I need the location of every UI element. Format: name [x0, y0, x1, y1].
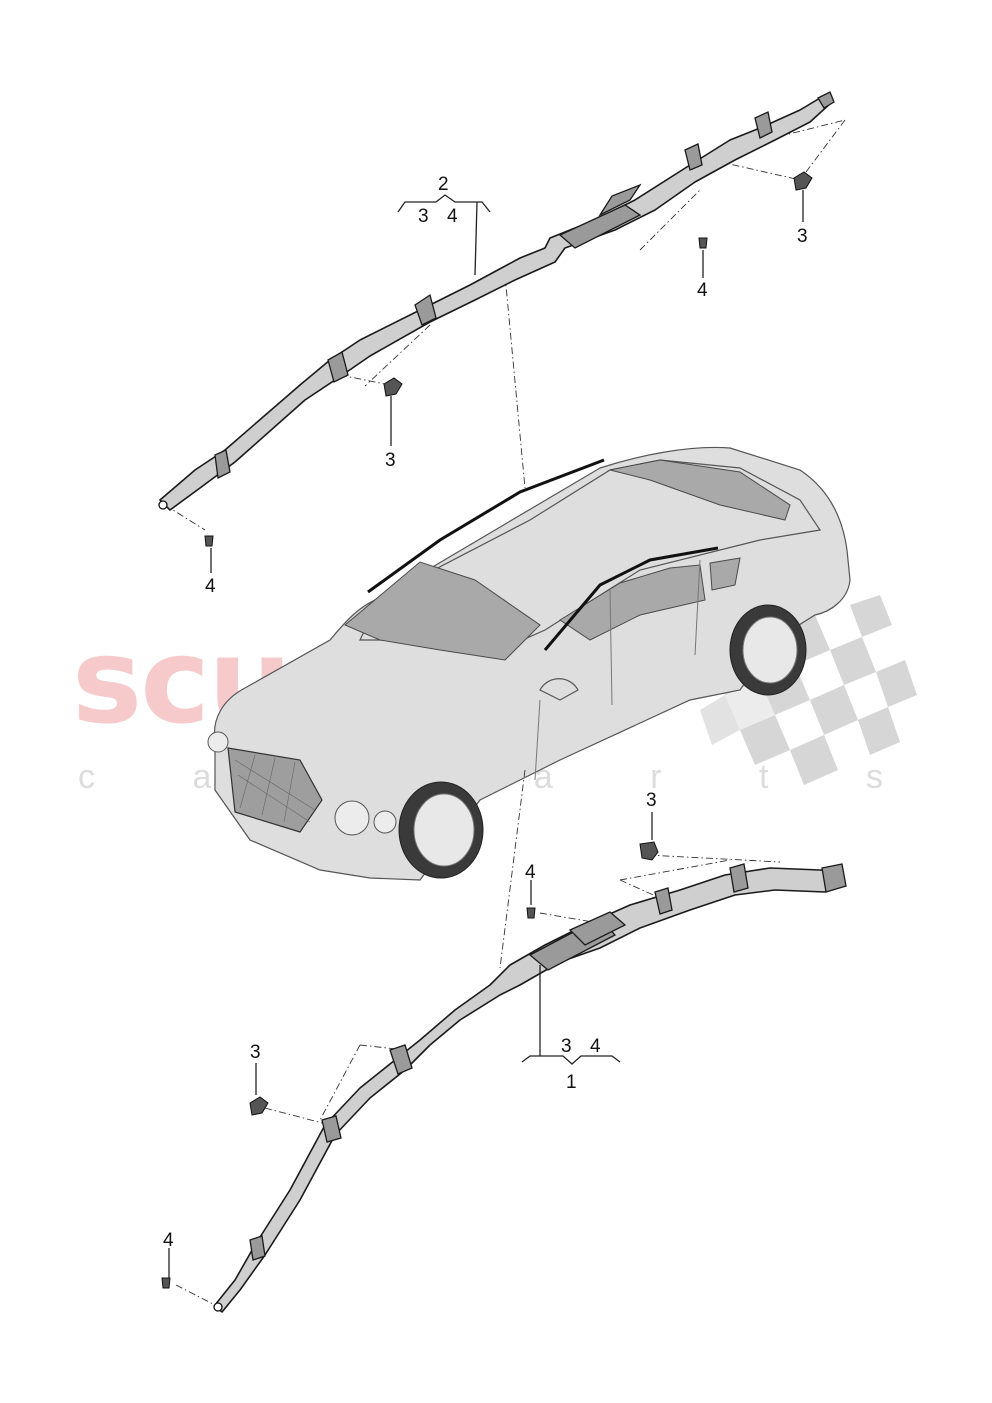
- clip-icon: [249, 1096, 269, 1116]
- airbag-lower: [213, 863, 847, 1313]
- callout-number: 3: [646, 790, 657, 811]
- clip-parts: [249, 171, 813, 1116]
- callout-number: 3: [561, 1036, 572, 1057]
- bolt-icon: [204, 535, 214, 547]
- callout-number: 1: [566, 1072, 577, 1093]
- callout-number: 3: [797, 226, 808, 247]
- callout-number: 3: [250, 1042, 261, 1063]
- callout-number: 4: [697, 280, 708, 301]
- clip-icon: [383, 377, 403, 397]
- callout-number: 4: [525, 862, 536, 883]
- bolt-parts: [161, 237, 708, 1289]
- callout-number: 4: [205, 576, 216, 597]
- callout-number: 4: [590, 1036, 601, 1057]
- bolt-icon: [526, 907, 536, 919]
- callout-number: 3: [385, 450, 396, 471]
- callout-number: 2: [438, 174, 449, 195]
- airbag-upper: [158, 91, 835, 511]
- clip-icon: [793, 171, 813, 191]
- callout-number: 4: [447, 206, 458, 227]
- bolt-icon: [161, 1277, 171, 1289]
- callout-labels: 2 3 4 3 4 3 4 3 4 3 4 1 3 4: [163, 174, 808, 1251]
- car-illustration: [207, 446, 851, 881]
- bolt-icon: [698, 237, 708, 249]
- clip-icon: [639, 841, 659, 861]
- callout-number: 4: [163, 1230, 174, 1251]
- callout-number: 3: [418, 206, 429, 227]
- leader-lines: [164, 119, 846, 1306]
- callout-lines: [168, 190, 804, 1278]
